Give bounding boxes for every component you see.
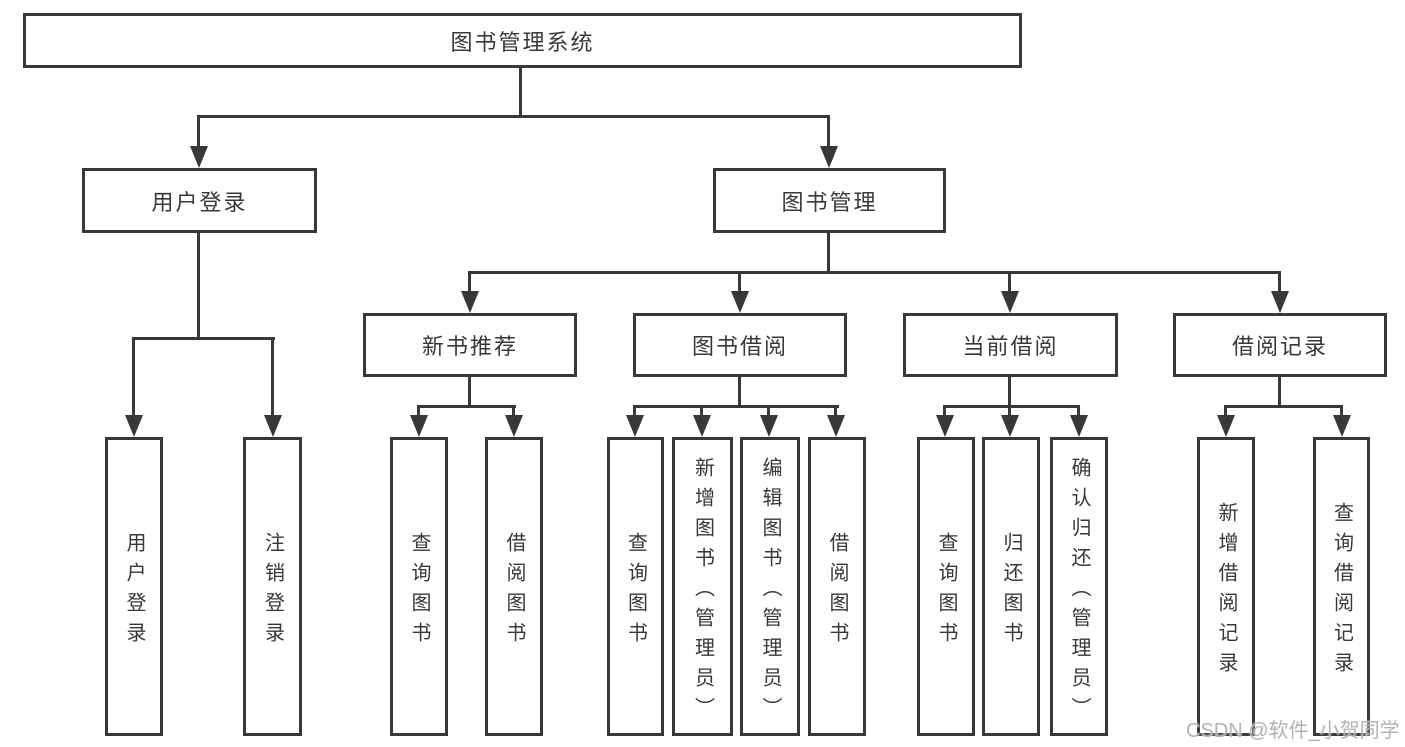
connector-group1-branch [417,405,516,408]
arrowhead-new-book [461,291,479,313]
arrowhead-leaf-query-record [1333,415,1351,437]
connector-drop-leaf [700,405,703,417]
leaf-add-book-admin-label: 新增图书（管理员） [691,456,714,727]
arrowhead-leaf-query-books-b [626,415,644,437]
connector-drop-leaf [943,405,946,417]
node-user-login: 用户登录 [82,168,317,233]
leaf-query-borrow-record-label: 查询借阅记录 [1330,501,1353,682]
connector-group3-stem [1008,375,1011,408]
arrowhead-current-borrow [1001,291,1019,313]
connector-group2-branch [633,405,839,408]
arrowhead-leaf-return-book [1001,415,1019,437]
connector-mgmt-stem [827,231,830,274]
node-book-borrow-label: 图书借阅 [691,334,788,359]
arrowhead-leaf-borrow-books-b [827,415,845,437]
node-root: 图书管理系统 [23,13,1022,68]
leaf-borrow-books-recommend: 借阅图书 [485,437,543,736]
leaf-edit-book-admin-label: 编辑图书（管理员） [759,456,781,727]
arrowhead-borrow-records [1271,291,1289,313]
connector-drop-leaf [417,405,420,417]
leaf-edit-book-admin: 编辑图书（管理员） [740,437,800,736]
leaf-user-login: 用户登录 [105,437,163,736]
connector-drop-leaf [1008,405,1011,417]
connector-user-branch [132,337,275,340]
leaf-confirm-return-admin-label: 确认归还（管理员） [1068,456,1090,727]
leaf-return-book-label: 归还图书 [1000,531,1022,652]
arrowhead-user-login [190,146,208,168]
arrowhead-leaf-logout [264,415,282,437]
connector-group4-branch [1224,405,1343,408]
connector-level3-branch [468,271,1281,274]
leaf-query-books-recommend-label: 查询图书 [408,531,430,652]
arrowhead-leaf-query-books-c [936,415,954,437]
node-borrow-records-label: 借阅记录 [1231,334,1328,359]
node-book-management: 图书管理 [713,168,946,233]
leaf-query-books-borrow: 查询图书 [607,437,664,736]
connector-drop-leaf [1077,405,1080,417]
leaf-query-books-current: 查询图书 [917,437,975,736]
arrowhead-book-management [820,146,838,168]
leaf-query-borrow-record: 查询借阅记录 [1313,437,1370,736]
connector-group3-branch [943,405,1080,408]
leaf-confirm-return-admin: 确认归还（管理员） [1050,437,1108,736]
connector-drop-current-borrow [1008,271,1011,293]
leaf-query-books-recommend: 查询图书 [390,437,448,736]
connector-user-stem [197,231,200,339]
connector-drop-borrow-records [1278,271,1281,293]
arrowhead-leaf-borrow-books-a [505,415,523,437]
connector-drop-leaf [1340,405,1343,417]
leaf-logout: 注销登录 [243,437,302,736]
connector-group2-stem [738,375,741,408]
leaf-user-login-label: 用户登录 [123,531,145,652]
leaf-query-books-borrow-label: 查询图书 [624,531,647,652]
arrowhead-leaf-user-login [125,415,143,437]
connector-root-stem [519,66,522,117]
connector-level2-branch [197,115,830,118]
leaf-borrow-books-borrow: 借阅图书 [808,437,866,736]
leaf-logout-label: 注销登录 [261,531,284,652]
connector-drop-leaf-logout [271,337,274,417]
connector-drop-leaf-user-login [132,337,135,417]
arrowhead-leaf-query-books-a [410,415,428,437]
leaf-borrow-books-borrow-label: 借阅图书 [826,531,848,652]
node-book-borrow: 图书借阅 [633,313,847,377]
node-current-borrow: 当前借阅 [903,313,1118,377]
arrowhead-leaf-add-book [693,415,711,437]
connector-drop-new-book [468,271,471,293]
node-user-login-label: 用户登录 [151,189,248,215]
connector-drop-user-login [197,115,200,148]
arrowhead-leaf-edit-book [760,415,778,437]
leaf-add-borrow-record: 新增借阅记录 [1197,437,1255,736]
node-current-borrow-label: 当前借阅 [962,334,1059,359]
node-borrow-records: 借阅记录 [1173,313,1387,377]
node-book-management-label: 图书管理 [781,189,878,215]
connector-drop-leaf [767,405,770,417]
arrowhead-leaf-add-record [1217,415,1235,437]
connector-drop-leaf [834,405,837,417]
node-new-book-recommend: 新书推荐 [363,313,577,377]
arrowhead-book-borrow [731,291,749,313]
leaf-return-book: 归还图书 [982,437,1040,736]
connector-group4-stem [1278,375,1281,408]
connector-group1-stem [468,375,471,408]
leaf-add-borrow-record-label: 新增借阅记录 [1215,501,1237,682]
connector-drop-leaf [512,405,515,417]
leaf-add-book-admin: 新增图书（管理员） [672,437,733,736]
connector-drop-book-borrow [738,271,741,293]
node-new-book-recommend-label: 新书推荐 [421,334,518,359]
arrowhead-leaf-confirm-return [1070,415,1088,437]
csdn-watermark: CSDN @软件_小贺同学 [1186,720,1400,742]
connector-drop-book-management [827,115,830,148]
node-root-label: 图书管理系统 [450,29,595,55]
connector-drop-leaf [633,405,636,417]
connector-drop-leaf [1224,405,1227,417]
leaf-borrow-books-recommend-label: 借阅图书 [503,531,525,652]
leaf-query-books-current-label: 查询图书 [935,531,957,652]
